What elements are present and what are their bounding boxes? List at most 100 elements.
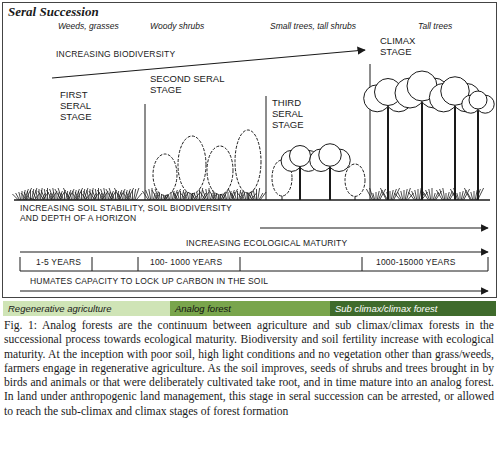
grass-blade (180, 191, 181, 200)
tree-crown (469, 91, 487, 109)
band-label: Analog forest (175, 303, 231, 314)
timeline-tick (240, 257, 241, 271)
tree-trunk (387, 92, 389, 200)
grass-blade (419, 188, 421, 200)
grass-blade (95, 189, 97, 200)
grass-blade (415, 190, 417, 200)
grass-blade (19, 192, 21, 200)
stage-label: SECOND SERAL STAGE (150, 74, 230, 96)
grass-blade (40, 188, 42, 200)
timeline-tick (488, 257, 489, 271)
figure-frame (3, 3, 497, 298)
grass-blade (104, 188, 106, 200)
grass-blade (98, 188, 99, 200)
grass-blade (115, 192, 116, 200)
grass-blade (199, 189, 200, 200)
grass-blade (84, 188, 88, 200)
vegetation-label: Tall trees (418, 22, 452, 32)
grass-blade (380, 188, 386, 200)
grass-blade (253, 190, 255, 200)
stage-divider (370, 64, 371, 200)
grass-blade (87, 190, 89, 200)
grass-blade (132, 190, 133, 200)
stage-divider (266, 96, 267, 200)
grass-blade (136, 193, 142, 200)
grass-blade (404, 190, 405, 200)
timeline-tick (138, 257, 139, 271)
grass-blade (206, 189, 208, 200)
timeline-tick (362, 257, 363, 271)
grass-blade (228, 192, 229, 200)
tree-crown (319, 144, 342, 167)
grass-blade (73, 191, 74, 200)
trend-label: INCREASING BIODIVERSITY (56, 50, 175, 60)
grass-blade (228, 188, 234, 200)
grass-blade (209, 188, 210, 200)
grass-blade (56, 193, 57, 200)
shrub-crown (207, 146, 233, 195)
stage-label: THIRD SERAL STAGE (272, 98, 324, 131)
band-label: Sub climax/climax forest (335, 303, 437, 314)
grass-blade (478, 188, 484, 200)
grass-blade (27, 191, 29, 200)
grass-blade (29, 198, 35, 200)
grass-blade (128, 188, 134, 200)
soil-arrow (260, 227, 488, 228)
grass-blade (237, 191, 238, 200)
grass-blade (149, 189, 151, 200)
carbon-arrow (20, 290, 488, 291)
grass-blade (47, 188, 48, 200)
grass-blade (63, 188, 69, 200)
grass-blade (114, 188, 120, 200)
grass-blade (36, 190, 38, 200)
grass-blade (373, 193, 375, 200)
grass-blade (225, 193, 227, 200)
grass-blade (129, 191, 131, 200)
grass-blade (460, 192, 461, 200)
time-label: 1-5 YEARS (36, 258, 81, 268)
vegetation-label: Woody shrubs (150, 22, 204, 32)
grass-blade (429, 189, 431, 200)
grass-blade (22, 191, 23, 200)
grass-blade (256, 189, 257, 200)
time-label: 100- 1000 YEARS (150, 258, 222, 268)
grass-blade (33, 188, 37, 200)
grass-blade (121, 192, 123, 200)
band-label: Regenerative agriculture (8, 303, 112, 314)
grass-blade (175, 189, 181, 200)
vegetation-sketch (12, 71, 494, 200)
grass-blade (107, 193, 108, 200)
grass-blade (443, 188, 445, 200)
timeline-tick (92, 257, 93, 271)
trend-label: INCREASING ECOLOGICAL MATURITY (186, 239, 347, 249)
maturity-arrow (20, 251, 488, 252)
grass-blade (112, 193, 114, 200)
shrub-crown (235, 130, 261, 193)
shrub-crown (153, 154, 177, 195)
time-label: 1000-15000 YEARS (376, 258, 456, 268)
grass-blade (64, 192, 65, 200)
trend-label: HUMATES CAPACITY TO LOCK UP CARBON IN TH… (30, 277, 268, 287)
grass-blade (91, 188, 93, 200)
figure-caption: Fig. 1: Analog forests are the continuum… (4, 319, 494, 419)
figure-title: Seral Succession (8, 5, 99, 20)
grass-blade (471, 192, 473, 200)
grass-blade (135, 188, 139, 200)
stage-band: Regenerative agriculture (3, 301, 170, 316)
stage-band: Sub climax/climax forest (330, 301, 496, 316)
vegetation-label: Weeds, grasses (58, 22, 119, 32)
grass-blade (474, 191, 475, 200)
grass-blade (177, 192, 179, 200)
grass-blade (152, 188, 153, 200)
grass-blade (232, 189, 238, 200)
grass-blade (432, 188, 433, 200)
grass-blade (376, 192, 377, 200)
timeline-axis (20, 271, 488, 272)
grass-blade (418, 189, 419, 200)
grass-blade (53, 188, 55, 200)
grass-blade (260, 192, 266, 200)
grass-blade (234, 192, 236, 200)
grass-blade (39, 189, 40, 200)
stage-label: FIRST SERAL STAGE (60, 90, 106, 123)
